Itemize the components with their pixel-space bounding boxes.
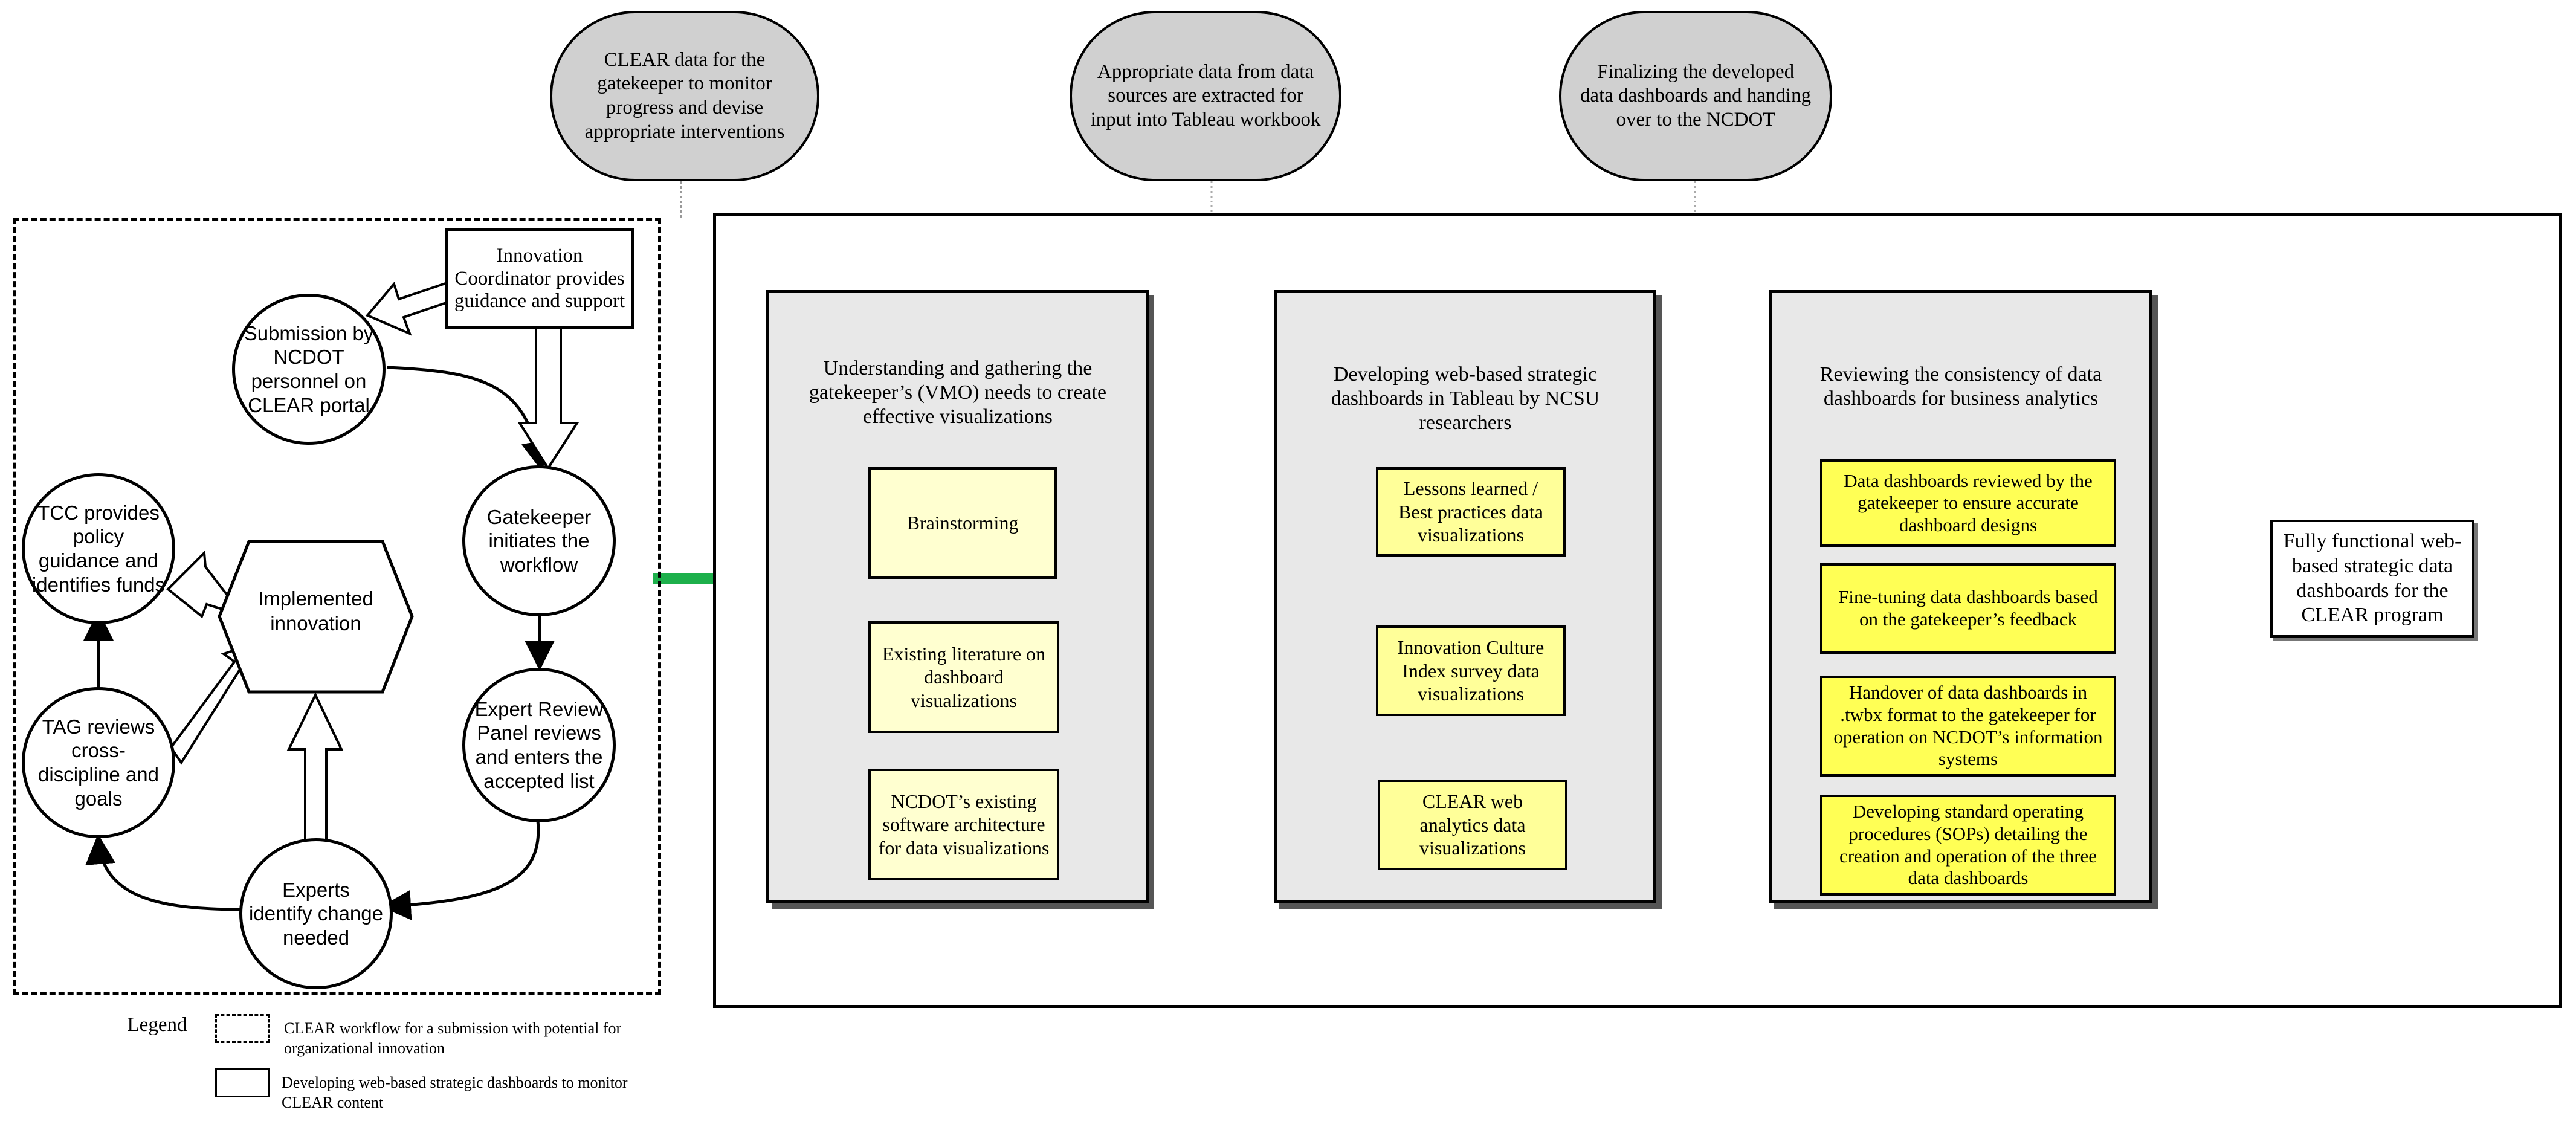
legend-dashed-text: CLEAR workflow for a submission with pot… bbox=[284, 1019, 622, 1057]
final-output-box: Fully functional web-based strategic dat… bbox=[2270, 520, 2474, 638]
stage-2-item-lessons: Lessons learned / Best practices data vi… bbox=[1376, 467, 1566, 557]
callout-2: Appropriate data from data sources are e… bbox=[1070, 11, 1341, 181]
gatekeeper-node: Gatekeeper initiates the workflow bbox=[462, 465, 616, 616]
stage-1-item-literature: Existing literature on dashboard visuali… bbox=[868, 621, 1059, 733]
clear-workflow-box bbox=[13, 218, 661, 995]
callout-3: Finalizing the developed data dashboards… bbox=[1559, 11, 1832, 181]
stage-2-title: Developing web-based strategic dashboard… bbox=[1331, 363, 1600, 434]
experts-to-implemented-block-arrow bbox=[286, 692, 344, 843]
stage-3-item-sops: Developing standard operating procedures… bbox=[1820, 795, 2116, 896]
expert-review-node: Expert Review Panel reviews and enters t… bbox=[462, 668, 616, 822]
legend-solid-swatch bbox=[215, 1068, 270, 1097]
stage-3-item-handover: Handover of data dashboards in .twbx for… bbox=[1820, 676, 2116, 777]
innovation-coordinator-box: Innovation Coordinator provides guidance… bbox=[445, 228, 634, 329]
coordinator-to-submission-block-arrow bbox=[365, 281, 455, 336]
legend-title: Legend bbox=[127, 1014, 187, 1036]
implemented-innovation-label: Implemented innovation bbox=[258, 587, 373, 635]
implemented-innovation-hexagon bbox=[218, 540, 414, 694]
coordinator-to-gatekeeper-block-arrow bbox=[517, 325, 579, 471]
submission-node: Submission by NCDOT personnel on CLEAR p… bbox=[232, 294, 386, 445]
review-to-experts-arrow bbox=[381, 820, 540, 920]
stage-1-item-software: NCDOT’s existing software architecture f… bbox=[868, 769, 1059, 880]
legend-dashed-swatch bbox=[215, 1014, 270, 1043]
stage-3-item-reviewed: Data dashboards reviewed by the gatekeep… bbox=[1820, 459, 2116, 547]
legend-solid-text: Developing web-based strategic dashboard… bbox=[282, 1074, 628, 1111]
callout-1: CLEAR data for the gatekeeper to monitor… bbox=[550, 11, 819, 181]
experts-to-tag-arrow bbox=[85, 834, 242, 911]
stage-2-item-web-analytics: CLEAR web analytics data visualizations bbox=[1378, 780, 1567, 870]
experts-identify-node: Experts identify change needed bbox=[239, 838, 393, 989]
stage-3-item-fine-tuning: Fine-tuning data dashboards based on the… bbox=[1820, 563, 2116, 654]
stage-1-item-brainstorming: Brainstorming bbox=[868, 467, 1057, 579]
tag-reviews-node: TAG reviews cross-discipline and goals bbox=[22, 687, 175, 838]
stage-1-title: Understanding and gathering the gatekeep… bbox=[809, 357, 1107, 428]
stage-2-item-culture-index: Innovation Culture Index survey data vis… bbox=[1376, 625, 1566, 716]
tcc-node: TCC provides policy guidance and identif… bbox=[22, 473, 175, 624]
stage-3-title: Reviewing the consistency of data dashbo… bbox=[1819, 363, 2102, 410]
